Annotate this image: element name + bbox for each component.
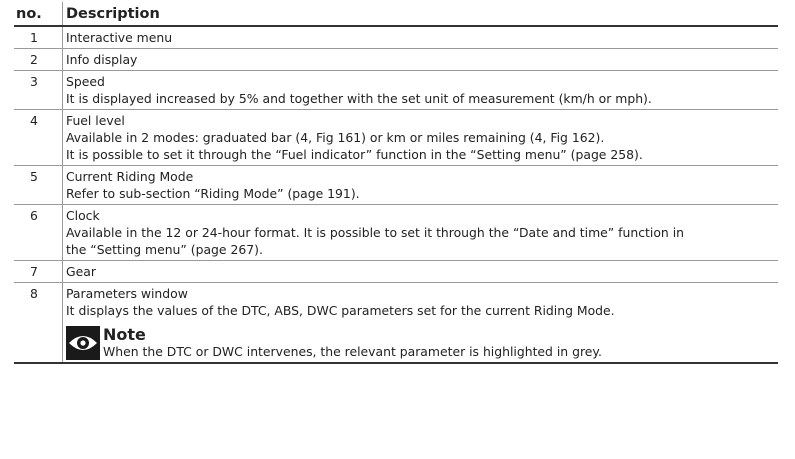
table-row: 7 Gear bbox=[14, 260, 778, 283]
row-title: Clock bbox=[66, 208, 100, 223]
row-title: Parameters window bbox=[66, 286, 188, 301]
row-number: 2 bbox=[14, 48, 63, 71]
table-row: 6 Clock Available in the 12 or 24-hour f… bbox=[14, 204, 778, 261]
row-description: Fuel level Available in 2 modes: graduat… bbox=[62, 109, 778, 166]
note-box: Note When the DTC or DWC intervenes, the… bbox=[66, 326, 774, 360]
row-number: 6 bbox=[14, 204, 63, 261]
table-row: 3 Speed It is displayed increased by 5% … bbox=[14, 70, 778, 110]
table-header-row: no. Description bbox=[14, 2, 778, 27]
row-description: Current Riding Mode Refer to sub-section… bbox=[62, 165, 778, 205]
row-number: 3 bbox=[14, 70, 63, 110]
table-row: 5 Current Riding Mode Refer to sub-secti… bbox=[14, 165, 778, 205]
row-text: the “Setting menu” (page 267). bbox=[66, 242, 263, 257]
description-table: no. Description 1 Interactive menu 2 Inf… bbox=[14, 2, 778, 364]
row-description: Gear bbox=[62, 260, 778, 283]
row-title: Fuel level bbox=[66, 113, 125, 128]
note-text: When the DTC or DWC intervenes, the rele… bbox=[103, 344, 602, 359]
row-title: Info display bbox=[66, 52, 138, 67]
row-description: Parameters window It displays the values… bbox=[62, 282, 778, 364]
row-title: Gear bbox=[66, 264, 96, 279]
row-title: Interactive menu bbox=[66, 30, 173, 45]
row-text: Available in the 12 or 24-hour format. I… bbox=[66, 225, 685, 240]
row-number: 7 bbox=[14, 260, 63, 283]
eye-icon bbox=[66, 326, 100, 360]
row-description: Interactive menu bbox=[62, 26, 778, 49]
row-number: 5 bbox=[14, 165, 63, 205]
header-description: Description bbox=[62, 2, 778, 27]
row-description: Speed It is displayed increased by 5% an… bbox=[62, 70, 778, 110]
row-text: It is displayed increased by 5% and toge… bbox=[66, 91, 652, 106]
row-text: Available in 2 modes: graduated bar (4, … bbox=[66, 130, 605, 145]
note-title: Note bbox=[103, 325, 146, 344]
table-row: 4 Fuel level Available in 2 modes: gradu… bbox=[14, 109, 778, 166]
row-title: Speed bbox=[66, 74, 105, 89]
row-text: It is possible to set it through the “Fu… bbox=[66, 147, 643, 162]
row-description: Info display bbox=[62, 48, 778, 71]
table-row: 2 Info display bbox=[14, 48, 778, 71]
row-text: Refer to sub-section “Riding Mode” (page… bbox=[66, 186, 360, 201]
row-title: Current Riding Mode bbox=[66, 169, 194, 184]
table-row: 8 Parameters window It displays the valu… bbox=[14, 282, 778, 364]
row-number: 8 bbox=[14, 282, 63, 364]
row-description: Clock Available in the 12 or 24-hour for… bbox=[62, 204, 778, 261]
row-number: 4 bbox=[14, 109, 63, 166]
header-no: no. bbox=[14, 2, 63, 27]
row-text: It displays the values of the DTC, ABS, … bbox=[66, 303, 615, 318]
row-number: 1 bbox=[14, 26, 63, 49]
table-row: 1 Interactive menu bbox=[14, 26, 778, 49]
